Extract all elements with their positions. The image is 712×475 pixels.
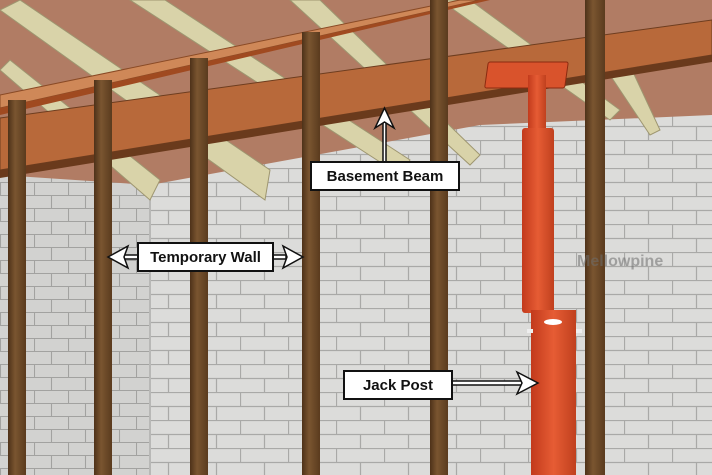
basement-beam xyxy=(0,19,712,171)
temporary-wall-studs xyxy=(8,0,605,475)
basement-beam-label: Basement Beam xyxy=(310,161,460,191)
label-arrows xyxy=(106,106,540,396)
jack-post xyxy=(484,61,582,475)
temporary-wall-label: Temporary Wall xyxy=(137,242,274,272)
watermark: Mellowpine xyxy=(577,253,664,270)
jack-post-label: Jack Post xyxy=(343,370,453,400)
